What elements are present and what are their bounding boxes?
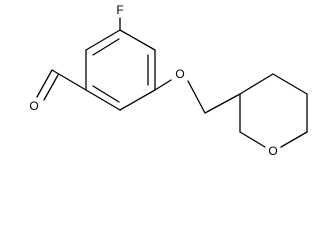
ring-bond [272,73,308,95]
ring-bond-inner [92,38,120,56]
ring-bond [239,131,266,148]
ring-bond [239,73,274,95]
c-o-double-bond-inner [43,74,59,101]
ring-bond [280,131,308,148]
tetrahydropyran-ring [239,73,308,148]
ring-bond [119,29,156,51]
ch2-ring-bond [204,93,241,114]
chemical-structure-diagram: F O O O [29,3,308,155]
c-cho-bond [51,69,87,91]
o-ch2-bond [187,80,206,114]
ring-bond [119,89,156,111]
ring-bond [85,29,121,51]
c-o-ether-bond [154,79,172,91]
ring-oxygen-label: O [268,144,277,155]
benzene-ring [85,29,156,111]
ring-bond [85,89,121,111]
fluorine-atom-label: F [116,3,123,17]
aldehyde-oxygen-label: O [29,99,38,113]
ring-bond-inner [92,85,120,103]
c-o-double-bond [36,69,53,98]
ether-oxygen-label: O [175,67,184,81]
